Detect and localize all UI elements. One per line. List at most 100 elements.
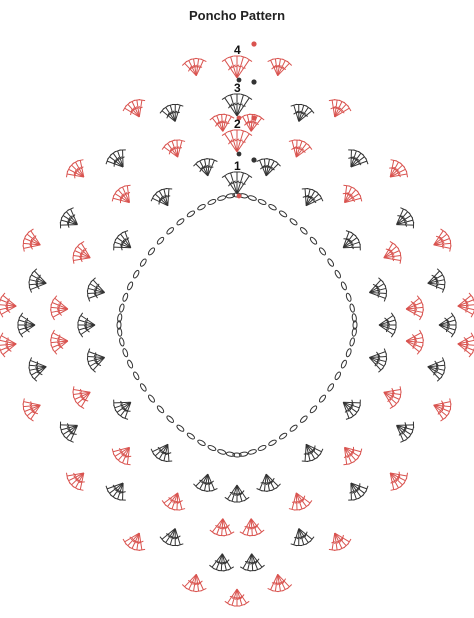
stitch-top-bar	[87, 295, 91, 302]
stitch-cross-tick	[234, 180, 240, 184]
stitch-cross-tick	[312, 200, 317, 204]
stitch-cross-tick	[397, 215, 404, 217]
stitch-cross-tick	[8, 298, 10, 303]
double-crochet-stitch	[396, 215, 412, 226]
double-crochet-stitch	[127, 103, 140, 118]
stitch-top-bar	[405, 170, 409, 178]
double-crochet-stitch	[31, 274, 47, 284]
stitch-fan	[389, 471, 409, 491]
stitch-fan	[122, 532, 146, 551]
stitch-cross-tick	[24, 328, 30, 333]
double-crochet-stitch	[138, 100, 143, 117]
stitch-cross-tick	[123, 238, 127, 243]
stitch-cross-tick	[166, 112, 170, 119]
double-crochet-stitch	[383, 391, 397, 405]
stitch-cross-tick	[234, 492, 240, 496]
stitch-cross-tick	[198, 66, 203, 68]
stitch-cross-tick	[114, 158, 117, 165]
stitch-top-bar	[356, 453, 362, 460]
double-crochet-stitch	[296, 492, 311, 504]
chain-stitch	[156, 236, 165, 245]
double-crochet-stitch	[236, 97, 250, 117]
stitch-top-bar	[359, 243, 361, 251]
stitch-top-bar	[72, 386, 75, 393]
double-crochet-stitch	[1, 335, 17, 345]
stitch-top-bar	[309, 107, 315, 114]
double-crochet-stitch	[457, 305, 473, 315]
double-crochet-stitch	[216, 115, 224, 132]
stitch-cross-tick	[120, 453, 126, 456]
double-crochet-stitch	[34, 270, 47, 284]
stitch-cross-tick	[465, 345, 468, 350]
stitch-fan	[301, 187, 324, 207]
stitch-cross-tick	[120, 406, 126, 410]
double-crochet-stitch	[334, 533, 338, 551]
stitch-cross-tick	[57, 344, 64, 350]
double-crochet-stitch	[113, 246, 131, 249]
stitch-cross-tick	[113, 487, 118, 491]
stitch-cross-tick	[296, 536, 301, 540]
double-crochet-stitch	[176, 140, 179, 158]
chain-stitch	[238, 451, 249, 457]
chain-stitch	[345, 292, 352, 302]
double-crochet-stitch	[204, 159, 209, 176]
stitch-cross-tick	[29, 406, 34, 411]
stitch-top-bar	[65, 472, 69, 480]
stitch-cross-tick	[219, 526, 225, 530]
stitch-fan	[150, 187, 173, 207]
stitch-cross-tick	[342, 192, 349, 195]
stitch-top-bar	[365, 485, 369, 493]
stitch-cross-tick	[230, 180, 236, 185]
stitch-cross-tick	[293, 146, 300, 150]
double-crochet-stitch	[433, 404, 450, 412]
stitch-cross-tick	[66, 425, 71, 430]
double-crochet-stitch	[124, 402, 132, 419]
double-crochet-stitch	[161, 528, 176, 540]
double-crochet-stitch	[195, 58, 200, 76]
stitch-cross-tick	[386, 328, 388, 333]
double-crochet-stitch	[331, 100, 336, 117]
stitch-fan	[50, 295, 69, 321]
stitch-cross-tick	[249, 526, 255, 530]
round-number-label: 2	[234, 117, 241, 131]
stitch-fan	[239, 518, 265, 537]
double-crochet-stitch	[457, 343, 472, 355]
stitch-cross-tick	[172, 536, 178, 540]
stitch-cross-tick	[435, 281, 439, 287]
double-crochet-stitch	[116, 237, 132, 249]
stitch-cross-tick	[122, 455, 129, 457]
stitch-top-bar	[31, 268, 38, 274]
double-crochet-stitch	[70, 208, 78, 225]
double-crochet-stitch	[396, 424, 414, 426]
double-crochet-stitch	[457, 339, 474, 345]
double-crochet-stitch	[23, 404, 41, 408]
stitch-cross-tick	[344, 409, 349, 413]
double-crochet-stitch	[54, 340, 69, 353]
stitch-cross-tick	[66, 221, 70, 228]
stitch-cross-tick	[294, 500, 299, 504]
double-crochet-stitch	[383, 254, 401, 259]
stitch-cross-tick	[56, 339, 61, 345]
stitch-top-bar	[114, 149, 121, 153]
stitch-cross-tick	[172, 501, 178, 503]
stitch-top-bar	[256, 488, 263, 492]
chain-stitch	[156, 405, 165, 414]
stitch-top-bar	[150, 195, 155, 202]
stitch-cross-tick	[304, 114, 308, 117]
stitch-cross-tick	[7, 337, 9, 342]
stitch-cross-tick	[240, 594, 245, 600]
double-crochet-stitch	[305, 197, 322, 207]
chain-stitch	[327, 383, 335, 392]
stitch-cross-tick	[79, 253, 83, 260]
stitch-cross-tick	[465, 342, 469, 348]
stitch-cross-tick	[302, 194, 309, 198]
stitch-cross-tick	[160, 451, 166, 454]
stitch-top-bar	[67, 439, 74, 443]
double-crochet-stitch	[29, 364, 47, 368]
double-crochet-stitch	[30, 404, 41, 420]
double-crochet-stitch	[221, 114, 224, 132]
stitch-cross-tick	[130, 538, 136, 542]
stitch-cross-tick	[169, 499, 175, 502]
stitch-cross-tick	[238, 103, 243, 106]
